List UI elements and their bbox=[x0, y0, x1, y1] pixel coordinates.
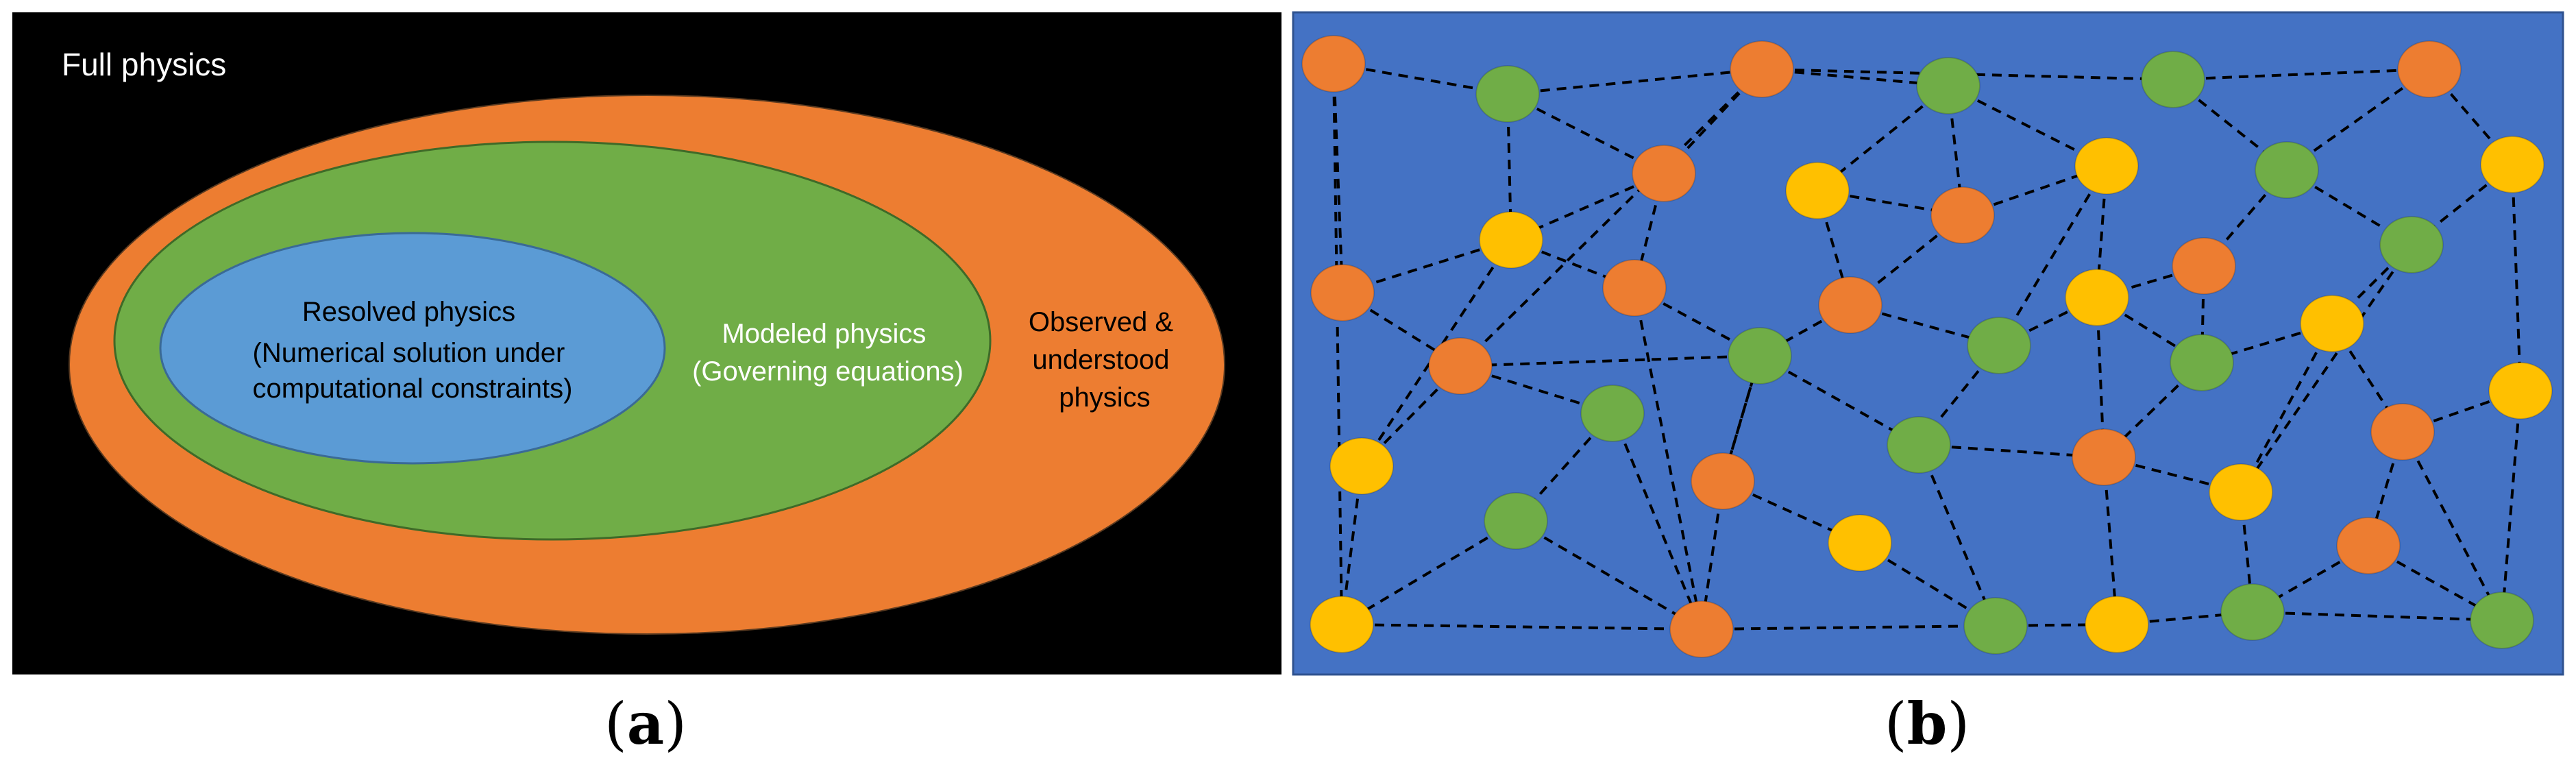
green-node bbox=[1963, 597, 2028, 655]
network-edge bbox=[1948, 84, 2107, 167]
green-node bbox=[1728, 327, 1792, 385]
network-edge bbox=[1998, 165, 2108, 347]
network-edge bbox=[2501, 390, 2522, 621]
orange-node bbox=[1930, 186, 1995, 244]
orange-node bbox=[1310, 264, 1375, 321]
network-edge bbox=[2240, 243, 2413, 494]
network-edge bbox=[1342, 239, 1512, 294]
green-node bbox=[2220, 583, 2285, 641]
yellow-node bbox=[1785, 162, 1850, 219]
yellow-node bbox=[2085, 596, 2149, 653]
network-edge bbox=[1341, 623, 1702, 631]
green-node bbox=[2470, 592, 2534, 649]
network-edge bbox=[2511, 164, 2522, 391]
full-physics-label: Full physics bbox=[62, 47, 226, 82]
orange-node bbox=[1632, 145, 1696, 202]
network-edge bbox=[2285, 68, 2431, 171]
yellow-node bbox=[2074, 137, 2139, 195]
panel-b-caption-open: ( bbox=[1885, 690, 1907, 757]
yellow-node bbox=[2488, 362, 2553, 420]
network-edge bbox=[1332, 63, 1343, 625]
network-edge bbox=[1514, 520, 1703, 631]
green-node bbox=[1475, 65, 1540, 123]
panel-a-caption: (a) bbox=[604, 690, 687, 757]
observed-physics-text: Observed & understood physics bbox=[1029, 307, 1181, 413]
panel-a: Full physics Resolved physics (Numerical… bbox=[12, 12, 1281, 757]
modeled-line-2: (Governing equations) bbox=[692, 356, 964, 387]
green-node bbox=[1916, 57, 1980, 114]
orange-node bbox=[1669, 600, 1734, 658]
orange-node bbox=[1301, 35, 1366, 93]
network-edge bbox=[2252, 611, 2503, 622]
yellow-node bbox=[1828, 514, 1892, 572]
orange-node bbox=[1428, 337, 1493, 395]
panel-a-caption-letter: a bbox=[627, 690, 664, 757]
network-edge bbox=[1507, 93, 1665, 175]
modeled-physics-text: Modeled physics (Governing equations) bbox=[692, 319, 964, 387]
resolved-line-3: computational constraints) bbox=[253, 374, 573, 404]
yellow-node bbox=[1479, 211, 1543, 269]
green-node bbox=[2170, 334, 2234, 391]
yellow-node bbox=[2300, 295, 2364, 352]
green-node bbox=[1580, 385, 1645, 442]
network-edge bbox=[1340, 520, 1517, 626]
panel-b-caption: (b) bbox=[1885, 690, 1970, 757]
network-nodes bbox=[1301, 35, 2553, 658]
orange-node bbox=[2370, 403, 2435, 461]
resolved-physics-ellipse bbox=[159, 232, 666, 465]
green-node bbox=[2379, 216, 2444, 273]
orange-node bbox=[1730, 40, 1794, 98]
green-node bbox=[2141, 51, 2205, 108]
orange-node bbox=[2397, 40, 2462, 98]
network-edge bbox=[1633, 287, 1703, 630]
orange-node bbox=[1691, 452, 1755, 510]
resolved-line-1: Resolved physics bbox=[302, 297, 515, 327]
yellow-node bbox=[2065, 269, 2129, 326]
resolved-line-2: (Numerical solution under bbox=[253, 338, 565, 368]
observed-line-3: physics bbox=[1059, 382, 1150, 413]
network-edge bbox=[1333, 62, 1508, 95]
modeled-line-1: Modeled physics bbox=[722, 319, 926, 349]
panel-b-caption-letter: b bbox=[1907, 690, 1948, 757]
green-node bbox=[1484, 492, 1548, 550]
green-node bbox=[2255, 141, 2319, 199]
observed-line-1: Observed & bbox=[1029, 307, 1174, 337]
green-node bbox=[1967, 317, 2031, 374]
observed-line-2: understood bbox=[1032, 345, 1169, 375]
network-edge bbox=[1611, 413, 1703, 630]
panel-b-caption-close: ) bbox=[1947, 690, 1970, 757]
orange-node bbox=[2172, 237, 2236, 295]
yellow-node bbox=[2480, 136, 2544, 193]
yellow-node bbox=[1310, 596, 1374, 653]
resolved-physics-text: Resolved physics (Numerical solution und… bbox=[253, 297, 573, 404]
network-edge bbox=[1460, 354, 1761, 367]
orange-node bbox=[2336, 517, 2401, 574]
green-node bbox=[1887, 416, 1951, 474]
panel-b: (b) bbox=[1292, 11, 2564, 757]
orange-node bbox=[1818, 276, 1882, 334]
yellow-node bbox=[1329, 437, 1394, 495]
orange-node bbox=[2072, 428, 2136, 486]
panel-a-caption-open: ( bbox=[604, 690, 627, 757]
yellow-node bbox=[2209, 463, 2273, 521]
network-edge bbox=[2401, 431, 2503, 621]
network-edge bbox=[1459, 68, 1763, 367]
orange-node bbox=[1602, 259, 1667, 317]
panel-a-caption-close: ) bbox=[664, 690, 687, 757]
